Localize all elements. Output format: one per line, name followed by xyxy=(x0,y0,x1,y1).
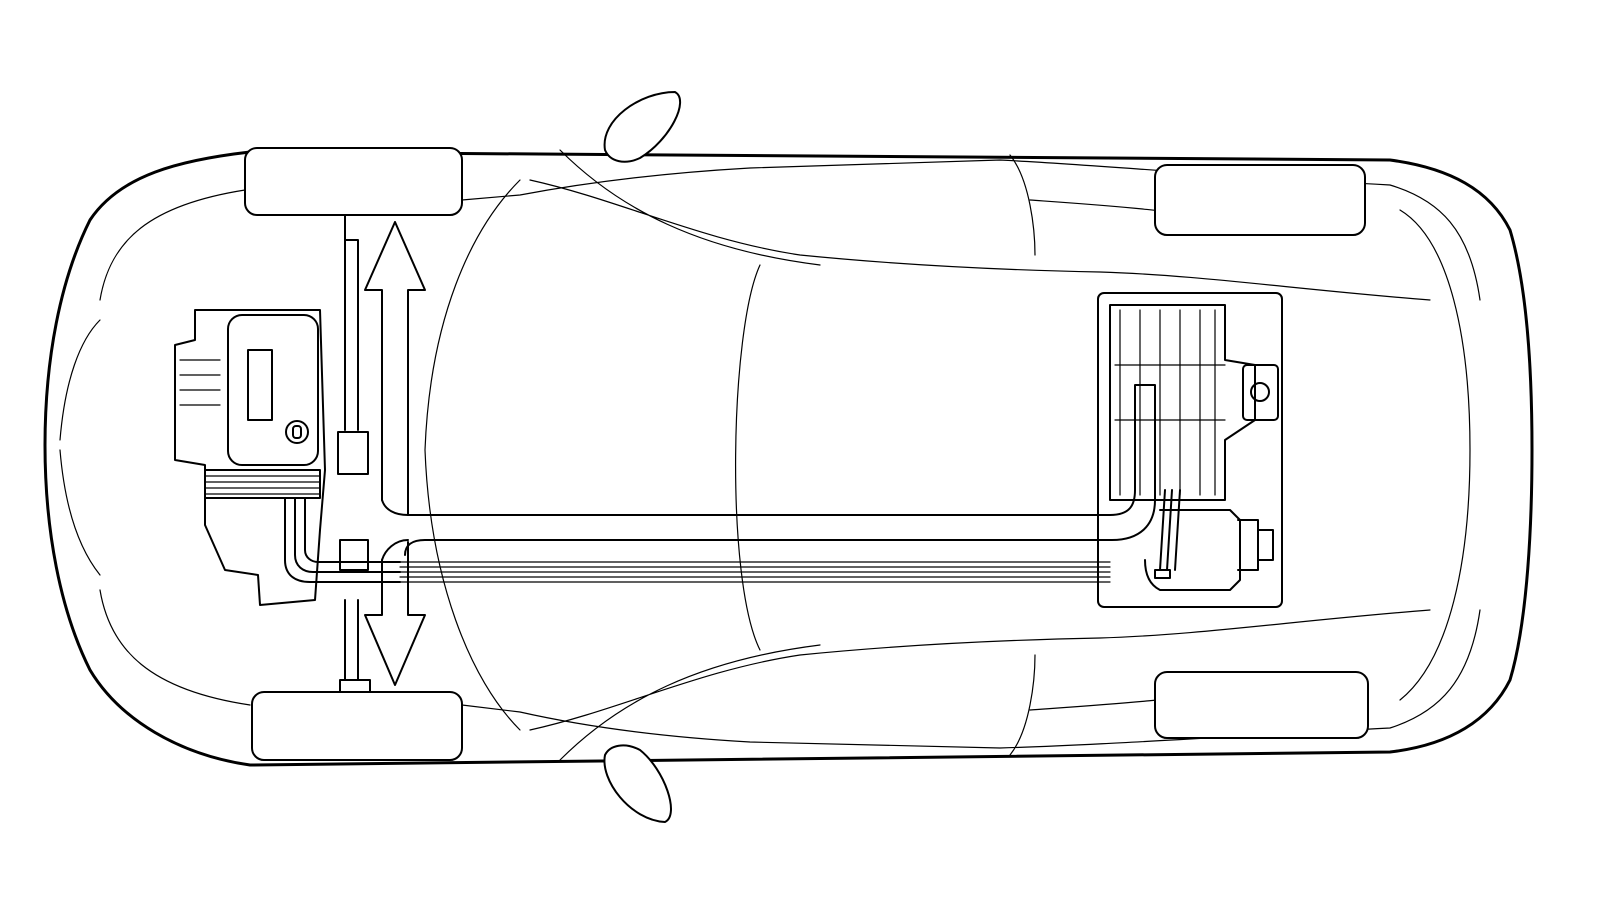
wheel-front-left xyxy=(244,147,463,216)
duct xyxy=(381,384,1156,561)
engine-unit xyxy=(174,309,401,606)
front-axle xyxy=(337,214,371,693)
wheel-rear-left xyxy=(1154,164,1366,236)
mirror-right xyxy=(603,744,672,823)
cable-bundle xyxy=(399,561,1111,583)
double-arrow xyxy=(364,221,426,686)
wheel-front-right xyxy=(251,691,463,761)
body-inner-line xyxy=(59,159,1481,749)
car-body-outline xyxy=(43,150,1534,767)
battery-module xyxy=(1097,292,1283,608)
wheel-rear-right xyxy=(1154,671,1369,739)
mirror-left xyxy=(603,91,681,163)
cabin-outline xyxy=(424,149,1431,761)
